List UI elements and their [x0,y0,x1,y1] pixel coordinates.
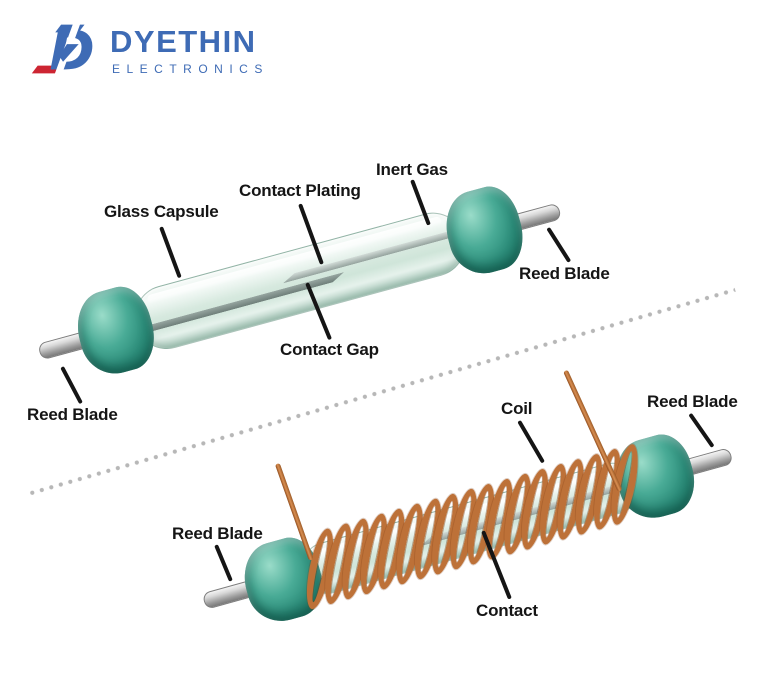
label-glass-capsule: Glass Capsule [104,202,219,221]
coil [193,415,743,642]
logo-red-dash [31,65,62,74]
label-contact-plating: Contact Plating [239,181,361,200]
label-reed-blade-top-left: Reed Blade [27,405,118,424]
reed-relay-coil-figure [181,369,754,683]
label-coil: Coil [501,399,533,418]
reed-contact-upper [281,229,457,283]
brand-subtitle: ELECTRONICS [112,62,269,76]
label-contact-gap: Contact Gap [280,340,379,359]
label-inert-gas: Inert Gas [376,160,448,179]
glass-capsule-body [127,205,473,357]
brand-logo: D DYETHIN ELECTRONICS [24,18,269,80]
label-reed-blade-bottom-left: Reed Blade [172,524,263,543]
label-reed-blade-bottom-right: Reed Blade [647,392,738,411]
label-contact: Contact [476,601,538,620]
stylized-d-monogram-icon: D [31,18,95,80]
label-reed-blade-top-right: Reed Blade [519,264,610,283]
logo-inner-arrow [59,44,79,62]
brand-name: DYETHIN [110,24,257,59]
